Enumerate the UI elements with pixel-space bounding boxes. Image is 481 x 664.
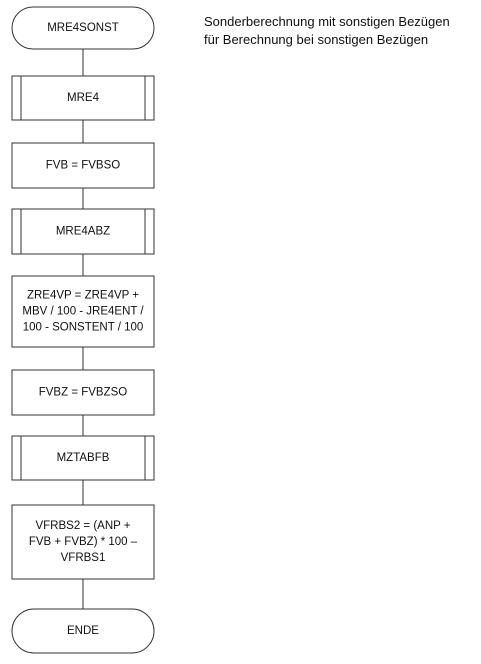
node-label: MZTABFB bbox=[57, 452, 110, 464]
node-label: MRE4SONST bbox=[47, 22, 119, 34]
subroutine-shape bbox=[11, 435, 155, 481]
node-fvb: FVB = FVBSO bbox=[11, 142, 155, 189]
node-zre4vp: ZRE4VP = ZRE4VP + MBV / 100 - JRE4ENT / 10… bbox=[11, 275, 155, 348]
node-start: MRE4SONST bbox=[11, 6, 155, 50]
node-mre4: MRE4 bbox=[11, 75, 155, 121]
note-line-2: für Berechnung bei sonstigen Bezügen bbox=[204, 32, 429, 47]
node-label: ENDE bbox=[67, 625, 99, 637]
node-fvbz: FVBZ = FVBZSO bbox=[11, 369, 155, 416]
note-line-1: Sonderberechnung mit sonstigen Bezügen bbox=[204, 14, 450, 29]
node-label: FVB + FVBZ) * 100 – bbox=[29, 536, 138, 548]
process-shape bbox=[11, 504, 155, 580]
node-label: MRE4 bbox=[67, 92, 100, 104]
node-end: ENDE bbox=[11, 608, 155, 654]
process-shape bbox=[11, 142, 155, 189]
node-label: MRE4ABZ bbox=[56, 226, 110, 238]
subroutine-shape bbox=[11, 208, 155, 255]
node-label: ZRE4VP = ZRE4VP + bbox=[27, 290, 139, 302]
node-label: MBV / 100 - JRE4ENT / bbox=[22, 306, 144, 318]
terminal-shape bbox=[11, 608, 155, 654]
terminal-shape bbox=[11, 6, 155, 50]
process-shape bbox=[11, 369, 155, 416]
subroutine-shape bbox=[11, 75, 155, 121]
process-shape bbox=[11, 275, 155, 348]
node-label: VFRBS2 = (ANP + bbox=[35, 520, 130, 532]
node-label: 100 - SONSTENT / 100 bbox=[23, 322, 144, 334]
node-label: VFRBS1 bbox=[61, 552, 106, 564]
node-vfrbs2: VFRBS2 = (ANP + FVB + FVBZ) * 100 – VFRBS1 bbox=[11, 504, 155, 580]
description-note: Sonderberechnung mit sonstigen Bezügen f… bbox=[204, 13, 450, 49]
node-label: FVBZ = FVBZSO bbox=[39, 387, 128, 399]
node-mre4abz: MRE4ABZ bbox=[11, 208, 155, 255]
node-label: FVB = FVBSO bbox=[46, 160, 121, 172]
node-mztabfb: MZTABFB bbox=[11, 435, 155, 481]
